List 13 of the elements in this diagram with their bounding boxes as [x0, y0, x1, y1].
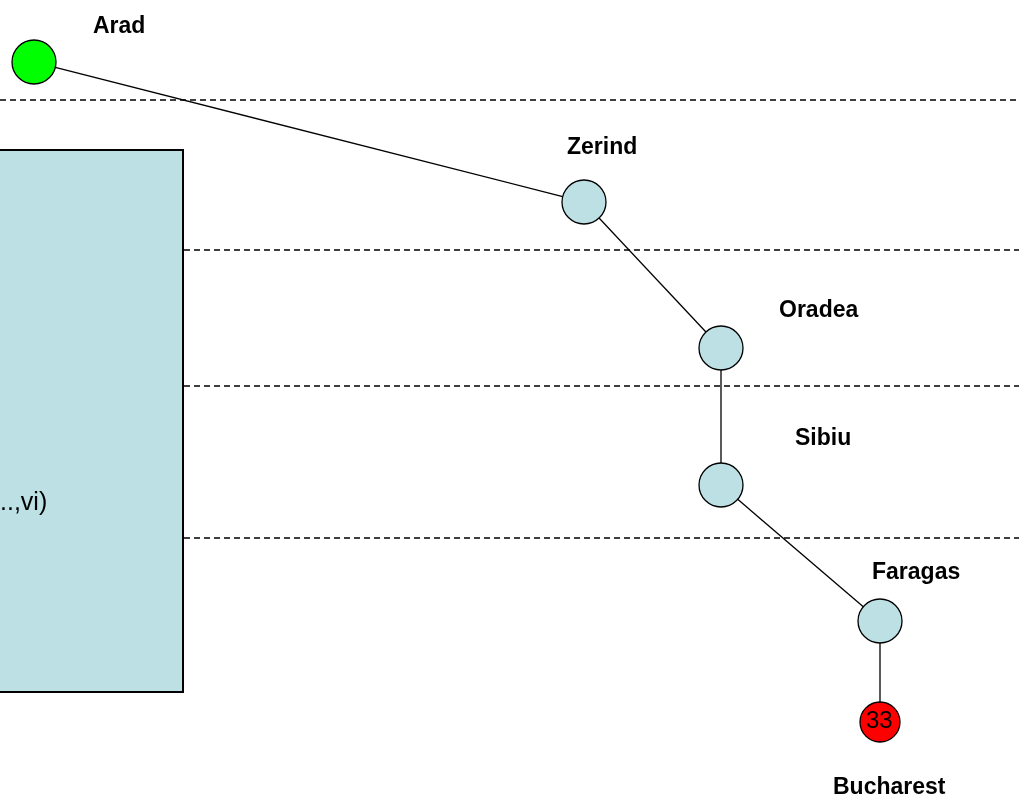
city-label: Oradea	[779, 298, 859, 321]
connector-line	[737, 498, 864, 608]
city-label: Zerind	[567, 135, 638, 158]
city-label: Bucharest	[833, 775, 946, 798]
city-label: Sibiu	[795, 426, 852, 449]
connector-line	[598, 217, 707, 333]
panel-text: ..,vi)	[0, 489, 48, 514]
page-number: 33	[866, 708, 893, 732]
city-label: Faragas	[872, 560, 961, 583]
panel-box	[0, 149, 184, 693]
city-label: Arad	[93, 14, 146, 37]
connector-line	[720, 369, 722, 464]
connector-line	[879, 642, 881, 703]
